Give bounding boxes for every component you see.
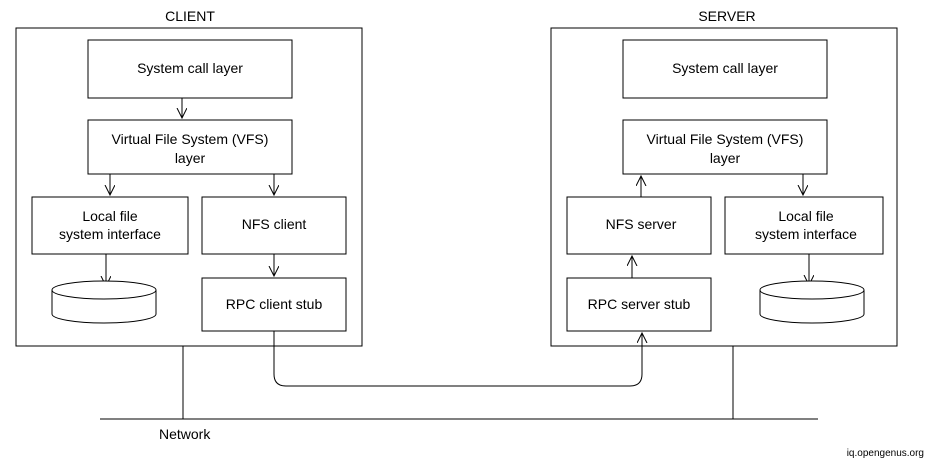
server-nfs-label: NFS server: [606, 216, 677, 232]
server-rpc-label: RPC server stub: [588, 296, 691, 312]
server-vfs-box: [622, 119, 828, 175]
server-local-fs-box: [724, 196, 884, 255]
client-syscall-box: [87, 39, 293, 99]
server-syscall-box: [622, 39, 828, 99]
server-vfs-label-line1: Virtual File System (VFS): [647, 131, 804, 147]
client-syscall-label: System call layer: [137, 60, 243, 76]
client-local-fs-label-line1: Local file: [82, 208, 137, 224]
client-local-fs-label-line2: system interface: [59, 226, 161, 242]
client-disk-icon: [51, 280, 157, 324]
watermark-text: iq.opengenus.org: [847, 448, 924, 459]
server-local-fs-label-line2: system interface: [755, 226, 857, 242]
client-vfs-label-line1: Virtual File System (VFS): [112, 131, 269, 147]
server-syscall-label: System call layer: [672, 60, 778, 76]
client-nfs-label: NFS client: [242, 216, 307, 232]
client-title: CLIENT: [165, 8, 215, 24]
server-nfs-box: [566, 196, 712, 255]
client-vfs-label-line2: layer: [175, 150, 206, 166]
network-label: Network: [159, 426, 211, 442]
client-rpc-box: [201, 277, 347, 332]
server-local-fs-label-line1: Local file: [778, 208, 833, 224]
rpc-communication-path-arrow: [273, 331, 642, 387]
server-rpc-box: [566, 277, 712, 332]
server-disk-icon: [759, 280, 865, 324]
server-vfs-label-line2: layer: [710, 150, 741, 166]
client-rpc-label: RPC client stub: [226, 296, 323, 312]
server-title: SERVER: [698, 8, 755, 24]
client-local-fs-box: [31, 196, 189, 255]
client-vfs-box: [87, 119, 293, 175]
